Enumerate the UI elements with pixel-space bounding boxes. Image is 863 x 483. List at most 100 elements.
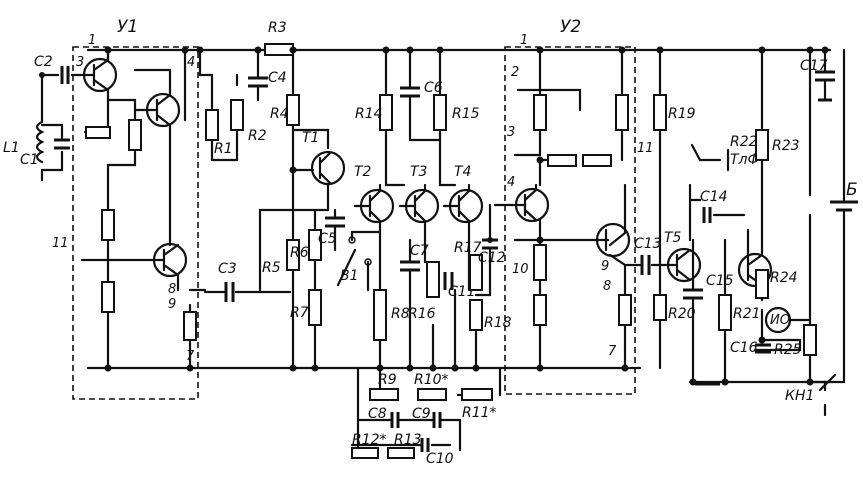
capacitor-c4 xyxy=(248,76,268,88)
u2-resistor-a xyxy=(533,94,547,131)
meter-label: ИО xyxy=(770,313,790,328)
capacitor-c11 xyxy=(443,272,454,290)
u1-resistor-a xyxy=(85,126,111,139)
capacitor-c16 xyxy=(755,343,771,354)
resistor-r24 xyxy=(755,269,769,299)
battery-label: Б xyxy=(846,180,858,200)
button-label: КН1 xyxy=(785,388,814,404)
u2-wiring xyxy=(493,48,627,370)
r13-label: R13 xyxy=(394,432,422,448)
resistor-r3 xyxy=(264,43,294,56)
transistor-t5 xyxy=(666,247,702,283)
u1-pin-9: 9 xyxy=(168,297,176,312)
u2-pin-10: 10 xyxy=(512,262,529,277)
resistor-r16 xyxy=(426,261,440,298)
resistor-r19 xyxy=(653,94,667,131)
c16-label: C16 xyxy=(730,340,758,356)
u1-pin-8: 8 xyxy=(168,282,176,297)
c14-label: C14 xyxy=(700,189,728,205)
c7-label: C7 xyxy=(410,243,429,259)
button-kn1[interactable] xyxy=(818,373,837,417)
resistor-r20 xyxy=(653,294,667,321)
u2-pin-1: 1 xyxy=(520,33,528,48)
u2-resistor-c xyxy=(582,154,612,167)
resistor-r12 xyxy=(351,447,379,459)
r23-label: R23 xyxy=(772,138,800,154)
r19-label: R19 xyxy=(668,106,696,122)
resistor-r5 xyxy=(286,239,300,271)
jack-label: ТлФ xyxy=(730,152,760,168)
resistor-r10 xyxy=(417,388,447,401)
switch-b1[interactable] xyxy=(336,230,382,292)
r20-label: R20 xyxy=(668,306,696,322)
resistor-r4 xyxy=(286,94,300,126)
r5-label: R5 xyxy=(262,260,281,276)
r7-label: R7 xyxy=(290,305,309,321)
u1-pin-11: 11 xyxy=(52,236,69,251)
u1-resistor-b xyxy=(128,119,142,151)
capacitor-c8 xyxy=(390,412,400,428)
u1-pin-4: 4 xyxy=(187,55,195,70)
u2-resistor-f xyxy=(533,294,547,326)
resistor-r2 xyxy=(230,99,244,131)
r6-label: R6 xyxy=(290,245,309,261)
r11-label: R11* xyxy=(462,405,497,421)
u1-resistor-d xyxy=(101,281,115,313)
r2-label: R2 xyxy=(248,128,267,144)
module-u2-box xyxy=(504,46,636,395)
c10-label: C10 xyxy=(426,451,454,467)
r8-label: R8 xyxy=(391,306,410,322)
capacitor-c1 xyxy=(40,123,70,172)
c5-label: C5 xyxy=(318,231,337,247)
r21-label: R21 xyxy=(733,306,761,322)
phone-jack[interactable] xyxy=(690,143,730,172)
resistor-r25 xyxy=(803,324,817,356)
u1-transistor-c xyxy=(113,242,188,292)
resistor-r1 xyxy=(205,109,219,141)
r4-label: R4 xyxy=(270,106,289,122)
capacitor-c2 xyxy=(60,66,70,84)
module-u1-label: У1 xyxy=(117,17,138,37)
t2-label: Т2 xyxy=(354,164,372,180)
c12-label: C12 xyxy=(478,250,506,266)
transistor-t4 xyxy=(442,183,484,292)
u1-resistor-e xyxy=(183,311,197,341)
capacitor-c14 xyxy=(702,207,712,223)
u2-pin-3: 3 xyxy=(507,125,515,140)
b1-label: B1 xyxy=(340,268,359,284)
inductor-l1 xyxy=(35,120,45,164)
resistor-r21 xyxy=(718,294,732,331)
r17-label: R17 xyxy=(454,240,482,256)
c3-label: C3 xyxy=(218,261,237,277)
u2-resistor-g xyxy=(618,294,632,326)
r12-label: R12* xyxy=(352,432,387,448)
capacitor-c7 xyxy=(400,260,420,272)
r15-label: R15 xyxy=(452,106,480,122)
u2-pin-9: 9 xyxy=(601,259,609,274)
r9-label: R9 xyxy=(378,372,397,388)
c2-label: C2 xyxy=(34,54,53,70)
r10-label: R10* xyxy=(414,372,449,388)
resistor-r18 xyxy=(469,299,483,331)
capacitor-c15 xyxy=(683,288,703,300)
r16-label: R16 xyxy=(408,306,436,322)
r3-label: R3 xyxy=(268,20,287,36)
u2-pin-4: 4 xyxy=(507,175,515,190)
u1-resistor-c xyxy=(101,209,115,241)
resistor-r9 xyxy=(369,388,399,401)
u2-transistor-a xyxy=(514,183,550,223)
r18-label: R18 xyxy=(484,315,512,331)
t1-label: Т1 xyxy=(302,130,319,146)
t5-label: Т5 xyxy=(664,230,682,246)
capacitor-c13 xyxy=(640,255,651,275)
u2-pin-8: 8 xyxy=(603,279,611,294)
r1-label: R1 xyxy=(214,141,233,157)
antenna-wire xyxy=(40,73,87,182)
r25-label: R25 xyxy=(774,342,802,358)
c11-label: C11 xyxy=(448,284,476,300)
resistor-r17 xyxy=(469,254,483,291)
u1-pin-7: 7 xyxy=(186,349,195,364)
t3-label: Т3 xyxy=(410,164,427,180)
c8-label: C8 xyxy=(368,406,387,422)
